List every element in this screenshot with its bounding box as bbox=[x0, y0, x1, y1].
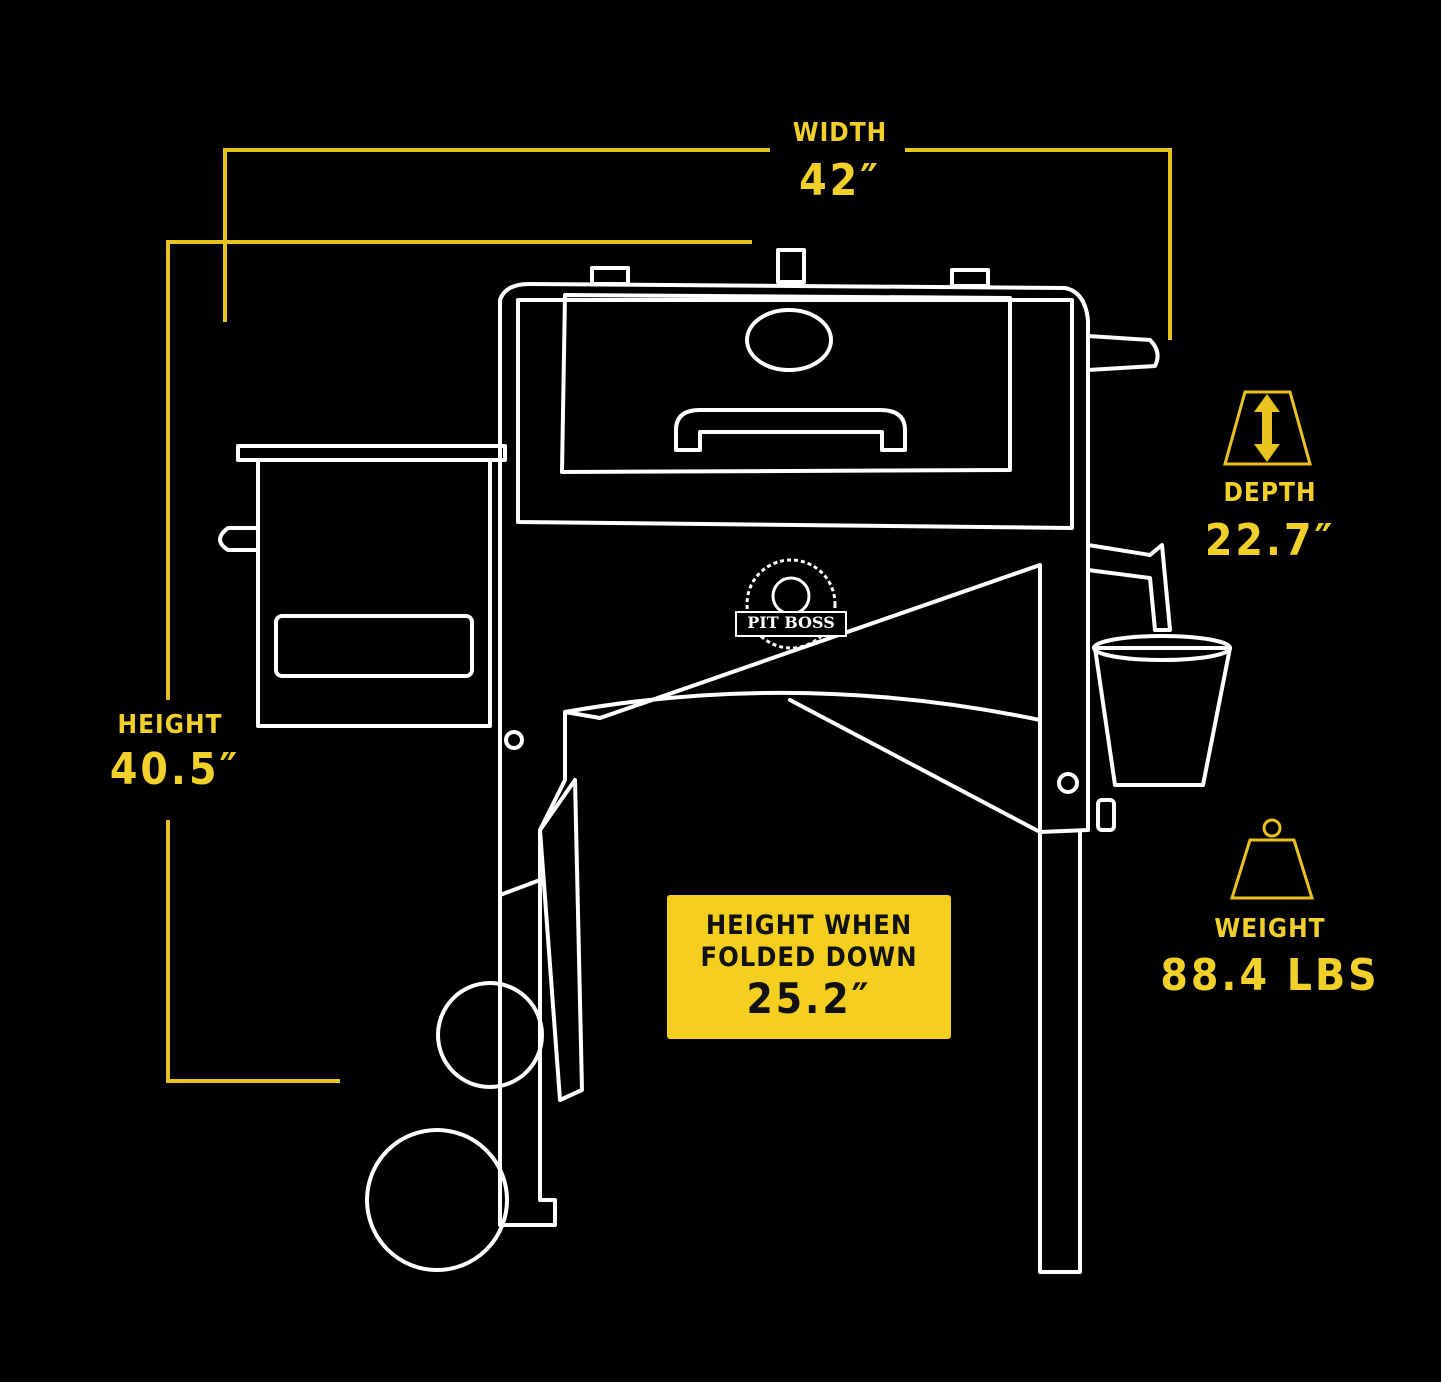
bucket-rim bbox=[1092, 634, 1232, 662]
folded-height-badge: HEIGHT WHEN FOLDED DOWN 25.2″ bbox=[667, 895, 951, 1039]
height-caption: HEIGHT bbox=[117, 710, 223, 740]
width-caption: WIDTH bbox=[792, 118, 888, 148]
depth-value: 22.7″ bbox=[1204, 515, 1336, 566]
front-wheel bbox=[365, 1128, 509, 1272]
hopper-lid bbox=[236, 444, 507, 462]
height-dimension-line-bottom bbox=[166, 820, 340, 1083]
hopper-handle bbox=[218, 526, 260, 552]
cart-brace bbox=[788, 698, 1042, 834]
chimney bbox=[776, 248, 806, 284]
height-dimension-line-top bbox=[166, 240, 752, 700]
lid-stop-right bbox=[950, 268, 990, 288]
grill-outline bbox=[218, 248, 1232, 1274]
width-dimension-line-right bbox=[905, 148, 1172, 340]
cart-arch bbox=[563, 690, 1042, 722]
temp-gauge bbox=[745, 308, 833, 372]
back-leg-left bbox=[538, 778, 584, 1102]
folded-line2: FOLDED DOWN bbox=[700, 942, 918, 973]
weight-caption: WEIGHT bbox=[1214, 914, 1326, 944]
lid-panel bbox=[560, 293, 1012, 474]
height-value: 40.5″ bbox=[109, 744, 241, 795]
depth-arrow-icon bbox=[1223, 390, 1312, 466]
folded-value: 25.2″ bbox=[746, 974, 872, 1023]
dimension-lines bbox=[166, 148, 1172, 1083]
grease-bucket bbox=[1093, 646, 1232, 787]
lid-handle bbox=[674, 408, 907, 452]
lid-stop-left bbox=[590, 266, 630, 286]
bucket-drain bbox=[1086, 543, 1172, 632]
right-leg bbox=[1038, 830, 1082, 1274]
rear-wheel bbox=[436, 981, 544, 1089]
side-handle bbox=[1086, 334, 1160, 372]
depth-caption: DEPTH bbox=[1223, 478, 1317, 508]
weight-value: 88.4 LBS bbox=[1160, 950, 1380, 1001]
grill-lid bbox=[516, 298, 1074, 530]
hopper-body bbox=[256, 458, 492, 728]
weight-icon bbox=[1229, 818, 1315, 900]
pit-boss-logo bbox=[735, 558, 847, 650]
bolt-left bbox=[504, 730, 524, 750]
width-value: 42″ bbox=[799, 155, 881, 206]
width-dimension-line bbox=[223, 148, 770, 322]
hopper-window bbox=[274, 614, 474, 678]
folded-line1: HEIGHT WHEN bbox=[705, 910, 913, 941]
bolt-right bbox=[1057, 772, 1079, 794]
logo-text: PIT BOSS bbox=[747, 613, 835, 632]
latch bbox=[1096, 798, 1116, 832]
